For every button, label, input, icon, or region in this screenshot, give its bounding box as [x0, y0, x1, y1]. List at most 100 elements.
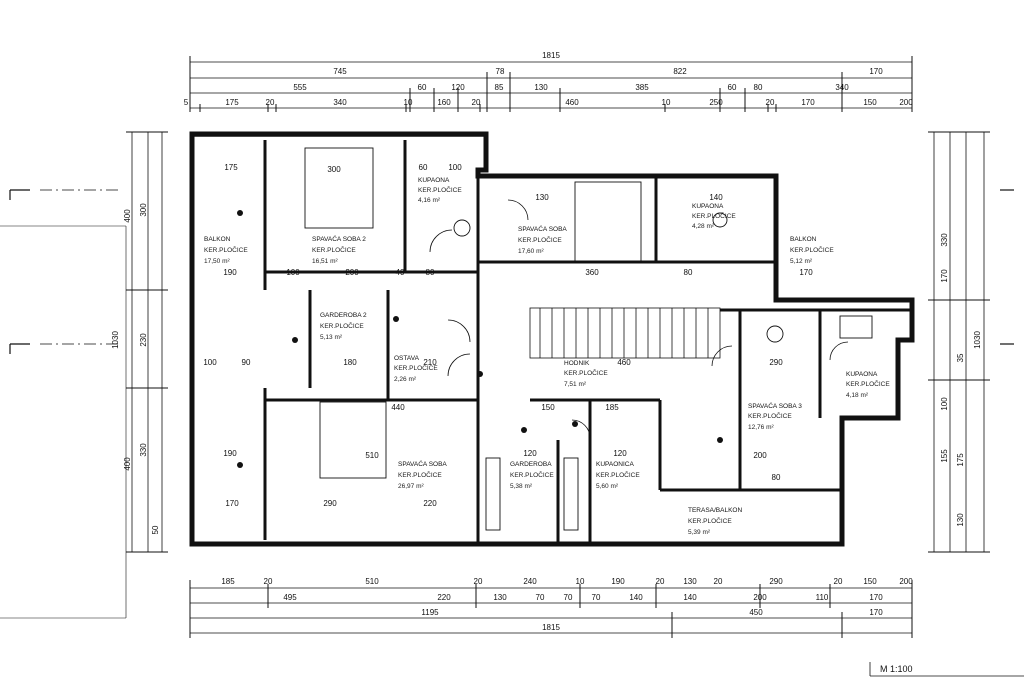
top-dim: 340: [835, 83, 849, 92]
bottom-dim: 70: [536, 593, 545, 602]
room-name: SPAVAĆA SOBA 2: [312, 234, 366, 243]
interior-dim: 460: [617, 358, 631, 367]
left-dim: 1030: [111, 331, 120, 349]
bottom-dim: 70: [564, 593, 573, 602]
interior-dim: 80: [426, 268, 435, 277]
bottom-dim: 110: [816, 593, 829, 602]
room-name: KUPAONA: [418, 177, 450, 184]
room-area: 4,16 m²: [418, 197, 441, 204]
bottom-dim: 1195: [421, 608, 439, 617]
interior-dimension-texts: 175 300 60 100 190 100 200 40 80 130 360…: [203, 163, 813, 508]
room-balkon-east: BALKON KER.PLOČICE 5,12 m²: [790, 236, 834, 265]
top-dim-total: 1815: [542, 51, 560, 60]
room-spavaca-soba-east: SPAVAĆA SOBA KER.PLOČICE 17,60 m²: [518, 224, 567, 255]
interior-dim: 130: [535, 193, 549, 202]
left-dim: 400: [123, 209, 132, 223]
top-dim: 80: [754, 83, 763, 92]
bottom-dim: 140: [683, 593, 697, 602]
room-area: 4,18 m²: [846, 392, 869, 399]
bottom-dim: 190: [611, 577, 625, 586]
bottom-dim: 130: [493, 593, 507, 602]
room-name: GARDEROBA 2: [320, 312, 367, 319]
top-dim: 20: [766, 98, 775, 107]
room-terasa-balkon: TERASA/BALKON KER.PLOČICE 5,39 m²: [688, 507, 742, 536]
room-labels: BALKON KER.PLOČICE 17,50 m² SPAVAĆA SOBA…: [204, 177, 890, 536]
room-floor: KER.PLOČICE: [596, 470, 640, 479]
room-kupaonica: KUPAONICA KER.PLOČICE 5,60 m²: [596, 461, 640, 490]
room-floor: KER.PLOČICE: [398, 470, 442, 479]
top-dim: 170: [801, 98, 815, 107]
left-dimension-texts: 400 300 1030 230 330 400 50: [111, 203, 160, 535]
room-ostava: OSTAVA KER.PLOČICE 2,26 m²: [394, 355, 438, 383]
bottom-dim: 495: [283, 593, 297, 602]
room-name: OSTAVA: [394, 355, 420, 362]
markers: [237, 210, 723, 468]
room-area: 7,51 m²: [564, 381, 587, 388]
left-dim: 300: [139, 203, 148, 217]
bottom-dim: 70: [592, 593, 601, 602]
scale-bar: [869, 662, 1024, 677]
top-dim: 120: [451, 83, 465, 92]
top-dim: 555: [293, 83, 307, 92]
section-markers: [0, 189, 1014, 619]
dimension-ticks: [126, 56, 990, 638]
interior-dim: 175: [224, 163, 238, 172]
room-floor: KER.PLOČICE: [418, 185, 462, 194]
bottom-dim: 240: [523, 577, 537, 586]
stair: [529, 307, 721, 359]
right-dim: 330: [940, 233, 949, 247]
room-name: SPAVAĆA SOBA 3: [748, 401, 802, 410]
dimension-lines: [131, 61, 985, 634]
interior-dim: 510: [365, 451, 379, 460]
room-name: KUPAONA: [846, 371, 878, 378]
top-dim: 60: [728, 83, 737, 92]
interior-dim: 360: [585, 268, 599, 277]
room-area: 5,12 m²: [790, 258, 813, 265]
exterior-walls: [189, 131, 915, 547]
interior-dim: 120: [523, 449, 537, 458]
room-floor: KER.PLOČICE: [394, 363, 438, 372]
room-floor: KER.PLOČICE: [518, 235, 562, 244]
room-name: BALKON: [204, 236, 231, 243]
room-floor: KER.PLOČICE: [846, 379, 890, 388]
interior-walls: [263, 140, 912, 544]
bottom-dim: 140: [629, 593, 643, 602]
top-dim: 170: [869, 67, 883, 76]
room-floor: KER.PLOČICE: [320, 321, 364, 330]
bottom-dim: 20: [656, 577, 665, 586]
interior-dim: 210: [423, 358, 437, 367]
interior-dim: 180: [343, 358, 357, 367]
left-dim: 330: [139, 443, 148, 457]
room-floor: KER.PLOČICE: [790, 245, 834, 254]
room-garderoba-2: GARDEROBA 2 KER.PLOČICE 5,13 m²: [320, 312, 367, 341]
top-dim: 10: [404, 98, 413, 107]
top-dim: 340: [333, 98, 347, 107]
interior-dim: 100: [203, 358, 217, 367]
top-dim: 200: [899, 98, 913, 107]
interior-dim: 290: [769, 358, 783, 367]
interior-dim: 190: [223, 449, 237, 458]
room-garderoba: GARDEROBA KER.PLOČICE 5,38 m²: [510, 461, 554, 490]
top-dimension-texts: 1815 745 78 822 170 555 60 120 85 130 38…: [184, 51, 913, 107]
interior-dim: 185: [605, 403, 619, 412]
top-dim: 5: [184, 98, 189, 107]
top-dim: 10: [662, 98, 671, 107]
right-dim: 175: [956, 453, 965, 467]
furniture: [304, 147, 873, 531]
top-dim: 460: [565, 98, 579, 107]
right-dim: 170: [940, 269, 949, 283]
bottom-dim: 510: [365, 577, 379, 586]
room-name: GARDEROBA: [510, 461, 552, 468]
interior-dim: 170: [799, 268, 813, 277]
interior-dim: 300: [327, 165, 341, 174]
top-dim: 385: [635, 83, 649, 92]
room-floor: KER.PLOČICE: [692, 211, 736, 220]
interior-dim: 200: [753, 451, 767, 460]
room-floor: KER.PLOČICE: [312, 245, 356, 254]
right-dim: 100: [940, 397, 949, 411]
interior-dim: 440: [391, 403, 405, 412]
bottom-dim: 450: [749, 608, 763, 617]
room-kupaona-3: KUPAONA KER.PLOČICE 4,18 m²: [846, 371, 890, 399]
room-kupaona-2: KUPAONA KER.PLOČICE 4,28 m²: [692, 203, 736, 230]
bottom-dim: 220: [437, 593, 451, 602]
